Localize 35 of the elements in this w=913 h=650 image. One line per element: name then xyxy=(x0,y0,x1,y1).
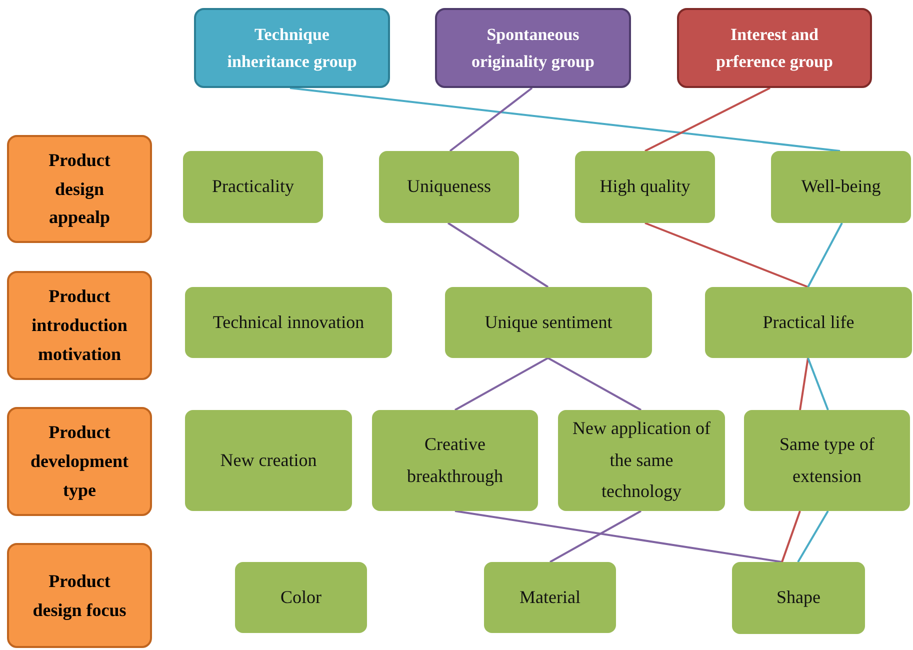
attribute-box: New application of the same technology xyxy=(558,410,725,511)
connector-line xyxy=(644,87,770,152)
attribute-box: Practicality xyxy=(183,151,323,223)
connector-line xyxy=(807,222,843,288)
attribute-box: Technical innovation xyxy=(185,287,392,358)
connector-line xyxy=(449,87,533,152)
connector-line xyxy=(447,222,549,288)
connector-line xyxy=(781,510,801,562)
row-header-box: Product introduction motivation xyxy=(7,271,152,380)
attribute-box: Well-being xyxy=(771,151,911,223)
group-box: Interest and prference group xyxy=(677,8,872,88)
attribute-box: Material xyxy=(484,562,616,633)
attribute-box: High quality xyxy=(575,151,715,223)
connector-line xyxy=(644,222,808,288)
group-box: Spontaneous originality group xyxy=(435,8,631,88)
attribute-box: Unique sentiment xyxy=(445,287,652,358)
connector-line xyxy=(454,510,782,563)
connector-line xyxy=(807,358,829,410)
attribute-box: New creation xyxy=(185,410,352,511)
row-header-box: Product development type xyxy=(7,407,152,516)
connector-line xyxy=(550,510,642,563)
attribute-box: Uniqueness xyxy=(379,151,519,223)
connector-line xyxy=(454,357,548,411)
connector-line xyxy=(799,358,809,410)
attribute-box: Color xyxy=(235,562,367,633)
connector-line xyxy=(290,87,840,152)
attribute-box: Creative breakthrough xyxy=(372,410,538,511)
connector-line xyxy=(548,357,642,411)
group-box: Technique inheritance group xyxy=(194,8,390,88)
attribute-box: Practical life xyxy=(705,287,912,358)
connector-line xyxy=(797,510,829,562)
row-header-box: Product design focus xyxy=(7,543,152,648)
attribute-box: Same type of extension xyxy=(744,410,910,511)
row-header-box: Product design appealp xyxy=(7,135,152,243)
attribute-box: Shape xyxy=(732,562,865,634)
